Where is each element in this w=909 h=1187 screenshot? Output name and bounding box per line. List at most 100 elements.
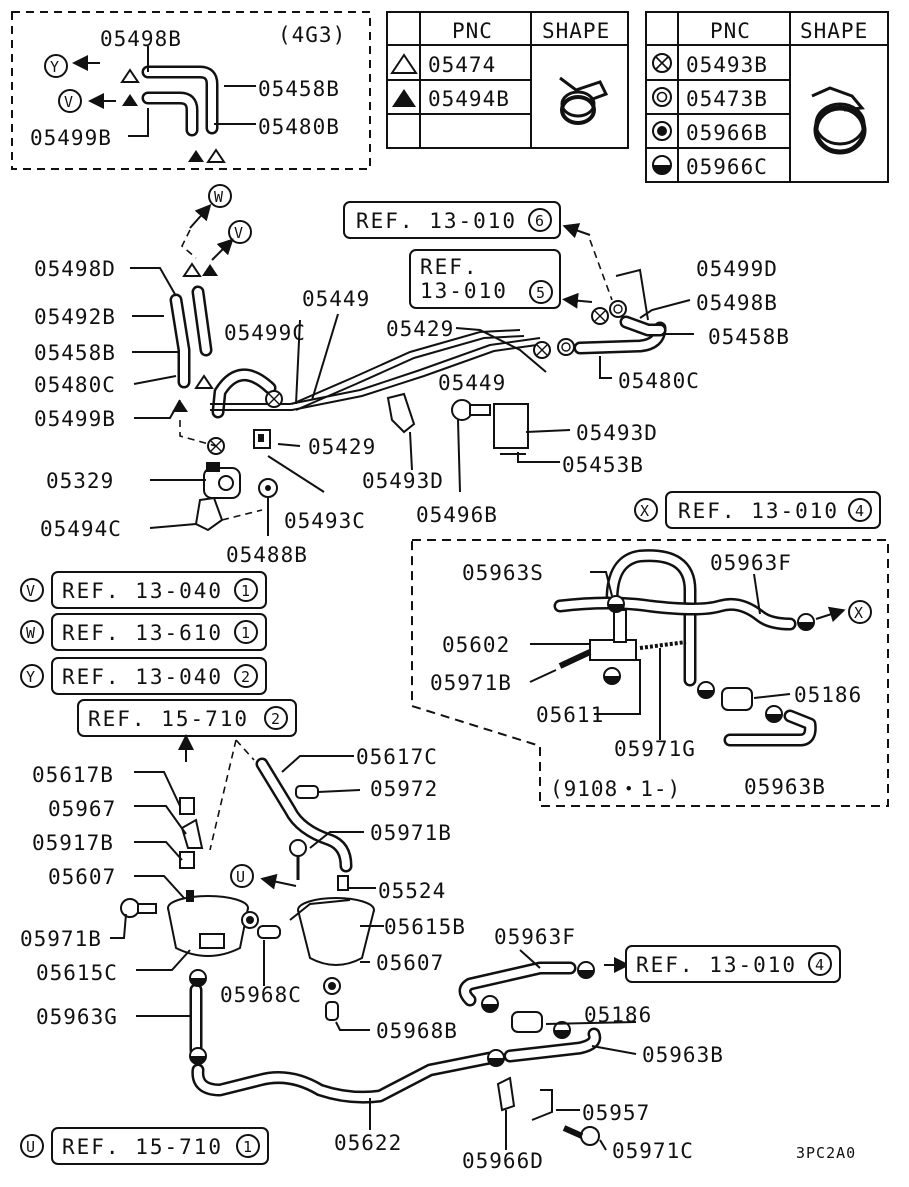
clamp-table-2: PNC SHAPE 05493B 05473B 05966B 05966C <box>645 11 889 183</box>
table1-header-shape: SHAPE <box>542 19 610 43</box>
label-05493D-a: 05493D <box>576 421 658 445</box>
label-05498D: 05498D <box>34 257 116 281</box>
label-05499C: 05499C <box>224 321 306 345</box>
label-05971G: 05971G <box>614 737 696 761</box>
band-clamp-icon <box>811 86 867 155</box>
label-05615C: 05615C <box>36 961 118 985</box>
label-05622: 05622 <box>334 1131 402 1155</box>
arrow-icon <box>211 238 234 261</box>
svg-text:2: 2 <box>241 668 251 686</box>
circle-double-icon <box>652 87 672 107</box>
circle-V-letter: V <box>64 93 74 111</box>
label-05499B: 05499B <box>34 407 116 431</box>
label-05617C: 05617C <box>356 745 438 769</box>
ref-X-13-010-4[interactable]: X REF. 13-010 4 <box>634 491 881 529</box>
ref-V-13-040-1[interactable]: V REF. 13-040 1 <box>20 571 267 609</box>
label-05449-a: 05449 <box>302 287 370 311</box>
label-05963F-b: 05963F <box>494 925 576 949</box>
ref-U-15-710-1[interactable]: U REF. 15-710 1 <box>20 1127 269 1165</box>
ref-W-13-610-1[interactable]: W REF. 13-610 1 <box>20 613 267 651</box>
arrow-icon <box>562 223 591 239</box>
label-05488B: 05488B <box>226 543 308 567</box>
inset-title: (4G3) <box>278 23 346 47</box>
label-05499D: 05499D <box>696 257 778 281</box>
svg-text:13-010: 13-010 <box>420 279 508 303</box>
leader-lines-upper <box>130 267 694 536</box>
triangle-open-icon <box>390 53 418 74</box>
circle-W-icon <box>208 184 232 208</box>
label-05480C-2: 05480C <box>618 369 700 393</box>
label-05480B-inset: 05480B <box>258 115 340 139</box>
label-05963B-a: 05963B <box>744 775 826 799</box>
circle-V-icon <box>228 220 252 244</box>
label-05493C: 05493C <box>284 509 366 533</box>
label-05972: 05972 <box>370 777 438 801</box>
connector-05329 <box>203 462 241 499</box>
triangle-open-icon <box>120 68 140 83</box>
label-05458B: 05458B <box>34 341 116 365</box>
svg-text:U: U <box>26 1138 36 1156</box>
ref-15-710-2[interactable]: REF. 15-710 2 <box>77 699 297 737</box>
table2-header-pnc: PNC <box>710 19 751 43</box>
ref-Y-13-040-2[interactable]: Y REF. 13-040 2 <box>20 657 267 695</box>
label-05963G: 05963G <box>36 1005 118 1029</box>
circle-Y-letter: Y <box>50 58 60 76</box>
label-05607-b: 05607 <box>376 951 444 975</box>
triangle-filled-icon <box>392 89 416 107</box>
ref-13-010-4-lower[interactable]: REF. 13-010 4 <box>625 945 841 983</box>
ref-13-010-5[interactable]: REF. 13-010 5 <box>409 249 561 309</box>
svg-text:4: 4 <box>855 502 865 520</box>
label-05493D-b: 05493D <box>362 469 444 493</box>
table1-row-1: 05474 <box>428 53 496 77</box>
svg-text:V: V <box>26 582 36 600</box>
spring-clamp-icon <box>559 76 609 125</box>
bracket-05453B <box>493 403 529 455</box>
bolt-05496B <box>451 399 491 421</box>
label-05449-b: 05449 <box>438 371 506 395</box>
ref-13-010-6[interactable]: REF. 13-010 6 <box>343 201 561 239</box>
inset-hoses <box>141 65 219 137</box>
label-05458B-2: 05458B <box>708 325 790 349</box>
table2-row-1: 05493B <box>686 53 768 77</box>
label-05607-a: 05607 <box>48 865 116 889</box>
label-05971C: 05971C <box>612 1139 694 1163</box>
filter-05607-right <box>289 839 375 966</box>
table1-row-2: 05494B <box>428 87 510 111</box>
label-05458B-inset: 05458B <box>258 77 340 101</box>
label-05967: 05967 <box>48 797 116 821</box>
label-05494C: 05494C <box>40 517 122 541</box>
label-05329: 05329 <box>46 469 114 493</box>
label-05966D: 05966D <box>462 1149 544 1173</box>
label-05963S: 05963S <box>462 561 544 585</box>
leader-lines-frame <box>529 571 791 740</box>
svg-text:REF. 13-040: REF. 13-040 <box>62 665 223 689</box>
arrow-icon <box>562 292 593 309</box>
svg-text:REF. 13-610: REF. 13-610 <box>62 621 223 645</box>
label-05496B: 05496B <box>416 503 498 527</box>
label-05498B: 05498B <box>696 291 778 315</box>
label-05499B-inset: 05499B <box>30 126 112 150</box>
svg-text:REF.: REF. <box>420 255 479 279</box>
arrow-icon <box>189 204 212 229</box>
diagram-code: 3PC2A0 <box>796 1144 856 1162</box>
clamp-table-1: PNC SHAPE 05474 05494B <box>386 11 629 149</box>
label-05971B-a: 05971B <box>430 671 512 695</box>
triangle-filled-icon <box>188 150 204 162</box>
table2-row-3: 05966B <box>686 121 768 145</box>
table2-header-shape: SHAPE <box>800 19 868 43</box>
date-range: (9108・1-) <box>550 777 681 801</box>
circle-half-icon <box>652 155 672 175</box>
label-05968C: 05968C <box>220 983 302 1007</box>
svg-text:W: W <box>26 624 36 642</box>
clip-05429 <box>253 429 271 449</box>
label-05963B-b: 05963B <box>642 1043 724 1067</box>
nut-05488B <box>258 478 278 498</box>
table2-row-4: 05966C <box>686 155 768 179</box>
svg-text:6: 6 <box>535 212 545 230</box>
label-05186-b: 05186 <box>584 1003 652 1027</box>
label-05971B-c: 05971B <box>20 927 102 951</box>
inset-4g3-frame <box>11 11 371 170</box>
filter-05607-left <box>120 890 249 957</box>
svg-text:REF. 15-710: REF. 15-710 <box>62 1135 223 1159</box>
